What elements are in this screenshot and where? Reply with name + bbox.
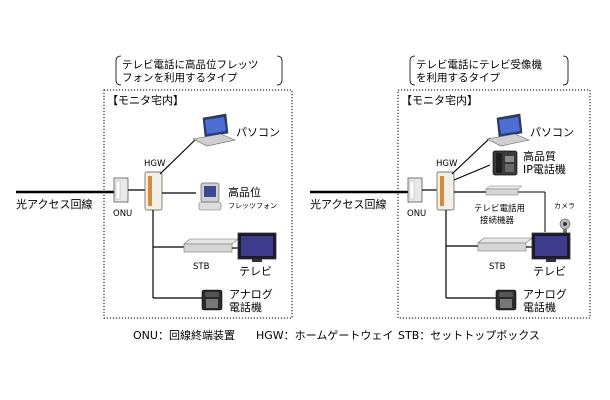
hgw-label: HGW: [436, 159, 458, 169]
tvphone-device-label-1: テレビ電話用: [474, 203, 525, 214]
analog-label-1: アナログ: [523, 287, 567, 301]
analog-label-2: 電話機: [229, 300, 262, 314]
laptop-icon: [192, 113, 236, 147]
ip-phone-label-2: IP電話機: [523, 162, 566, 176]
caption-bracket-right: [562, 55, 569, 86]
caption-line-2: を利用するタイプ: [416, 72, 500, 84]
link-pc: [159, 139, 196, 175]
legend-stb: STB：セットトップボックス: [398, 329, 540, 342]
room-label: 【モニタ宅内】: [401, 93, 478, 107]
stb-device-icon: [477, 237, 533, 252]
tv-icon: [531, 232, 571, 262]
panel-left: テレビ電話に高品位フレッツ フォンを利用するタイプ 【モニタ宅内】 光アクセス回…: [16, 55, 293, 319]
onu-label: ONU: [113, 209, 132, 219]
access-line-label: 光アクセス回線: [310, 197, 386, 211]
pc-label: パソコン: [530, 126, 574, 139]
analog-phone-icon: [201, 289, 223, 311]
panel-right: テレビ電話にテレビ受像機 を利用するタイプ 【モニタ宅内】 光アクセス回線 ON…: [310, 55, 591, 319]
tvphone-device-icon: [485, 185, 523, 196]
pc-label: パソコン: [236, 126, 280, 139]
flets-phone-icon: [198, 182, 222, 211]
caption-bracket-left: [409, 55, 416, 86]
caption-line-1: テレビ電話に高品位フレッツ: [122, 58, 259, 71]
stb-label: STB: [489, 262, 506, 272]
laptop-icon: [486, 113, 530, 147]
hgw-device-icon: [144, 171, 163, 211]
camera-label: カメラ: [554, 202, 575, 210]
link-ip-phone: [453, 164, 491, 181]
caption-line-1: テレビ電話にテレビ受像機: [416, 58, 542, 71]
analog-label-1: アナログ: [229, 287, 273, 301]
legend: ONU：回線終端装置 HGW：ホームゲートウェイ STB：セットトップボックス: [133, 328, 540, 342]
stb-device-icon: [183, 238, 239, 253]
ip-phone-label-1: 高品質: [523, 149, 556, 163]
caption-bracket-right: [276, 55, 283, 86]
analog-phone-icon: [495, 289, 517, 311]
legend-onu: ONU：回線終端装置: [133, 328, 235, 342]
onu-device-icon: [407, 177, 423, 203]
onu-label: ONU: [407, 209, 426, 219]
hgw-device-icon: [436, 171, 455, 211]
room-boundary: [103, 89, 293, 319]
access-line-label: 光アクセス回線: [16, 197, 92, 211]
room-boundary: [397, 89, 591, 319]
tv-icon: [237, 232, 277, 262]
room-label: 【モニタ宅内】: [107, 93, 184, 107]
caption-bracket-left: [115, 55, 122, 86]
device2-label-1: 高品位: [228, 185, 261, 199]
camera-icon: [559, 218, 571, 233]
caption-line-2: フォンを利用するタイプ: [122, 72, 238, 84]
onu-device-icon: [113, 177, 129, 203]
analog-label-2: 電話機: [523, 300, 556, 314]
tv-label: テレビ: [533, 265, 566, 278]
tv-label: テレビ: [239, 265, 272, 278]
device2-label-2: フレッツフォン: [228, 202, 277, 210]
legend-hgw: HGW：ホームゲートウェイ: [256, 329, 393, 342]
ip-phone-icon: [492, 150, 518, 176]
link-pc: [451, 137, 491, 175]
stb-label: STB: [193, 262, 210, 272]
hgw-label: HGW: [144, 159, 166, 169]
tvphone-device-label-2: 接続機器: [480, 215, 515, 226]
